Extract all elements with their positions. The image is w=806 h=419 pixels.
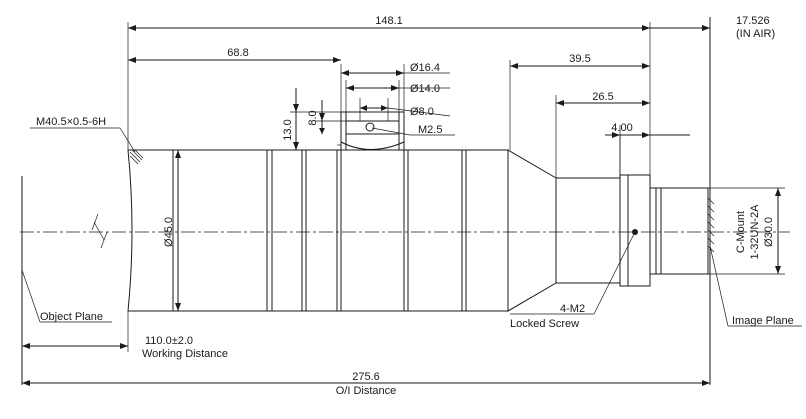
dim-oi-distance — [22, 380, 710, 386]
dim-8-0-text: 8.0 — [307, 110, 319, 125]
locked-screw-count: 4-M2 — [560, 303, 585, 315]
adjust-ring-detail — [337, 111, 405, 151]
dim-ring-8-0 — [360, 105, 451, 117]
ring-16-4-text: Ø16.4 — [410, 62, 440, 74]
oi-distance-label: O/I Distance — [336, 385, 397, 397]
lens-body — [127, 149, 715, 312]
dim-68-8 — [128, 57, 341, 63]
axis-break — [91, 213, 108, 249]
dim-26-5 — [556, 100, 650, 106]
dim-17-526-text: 17.526 — [736, 15, 770, 27]
dim-working-distance — [22, 343, 128, 349]
dim-body-45 — [175, 150, 181, 311]
dim-4-00-text: 4.00 — [611, 122, 632, 134]
dim-148-1 — [128, 25, 650, 31]
ring-8-0-text: Ø8.0 — [410, 106, 434, 118]
c-mount-hatch — [707, 197, 715, 253]
rear-taper — [507, 149, 557, 312]
dim-13-0-text: 13.0 — [282, 119, 294, 140]
working-distance-label: Working Distance — [142, 348, 228, 360]
dim-39-5 — [510, 63, 650, 69]
filter-thread-label: M40.5×0.5-6H — [36, 116, 106, 128]
body-45-text: Ø45.0 — [163, 217, 175, 247]
dim-8-0-vert — [319, 100, 325, 134]
in-air-text: (IN AIR) — [736, 28, 775, 40]
dim-13-0 — [293, 88, 299, 150]
ring-14-0-text: Ø14.0 — [410, 83, 440, 95]
object-plane-label: Object Plane — [40, 311, 103, 323]
dim-4-00 — [605, 132, 690, 175]
dim-39-5-text: 39.5 — [569, 53, 590, 65]
dim-26-5-text: 26.5 — [592, 91, 613, 103]
filter-thread-hatch — [129, 149, 144, 165]
working-distance-value: 110.0±2.0 — [145, 335, 193, 347]
dim-mount-30 — [708, 187, 785, 275]
c-mount-thread — [649, 187, 709, 275]
dim-68-8-text: 68.8 — [227, 47, 248, 59]
image-plane-label: Image Plane — [732, 315, 794, 327]
ring-m2-5-text: M2.5 — [418, 124, 442, 136]
m2-5-screw — [365, 122, 375, 132]
dim-m2-5 — [371, 127, 455, 136]
dim-ring-16-4 — [341, 70, 450, 76]
dim-ring-14-0 — [346, 85, 450, 91]
oi-distance-value: 275.6 — [352, 371, 380, 383]
c-mount-thread-label: 1-32UN-2A — [749, 204, 761, 260]
mount-30-text: Ø30.0 — [763, 217, 775, 247]
dim-17-526 — [650, 25, 710, 31]
rear-tube — [555, 177, 621, 284]
locked-screw-label: Locked Screw — [510, 318, 579, 330]
dim-148-1-text: 148.1 — [375, 15, 403, 27]
c-mount-label: C-Mount — [735, 211, 747, 253]
